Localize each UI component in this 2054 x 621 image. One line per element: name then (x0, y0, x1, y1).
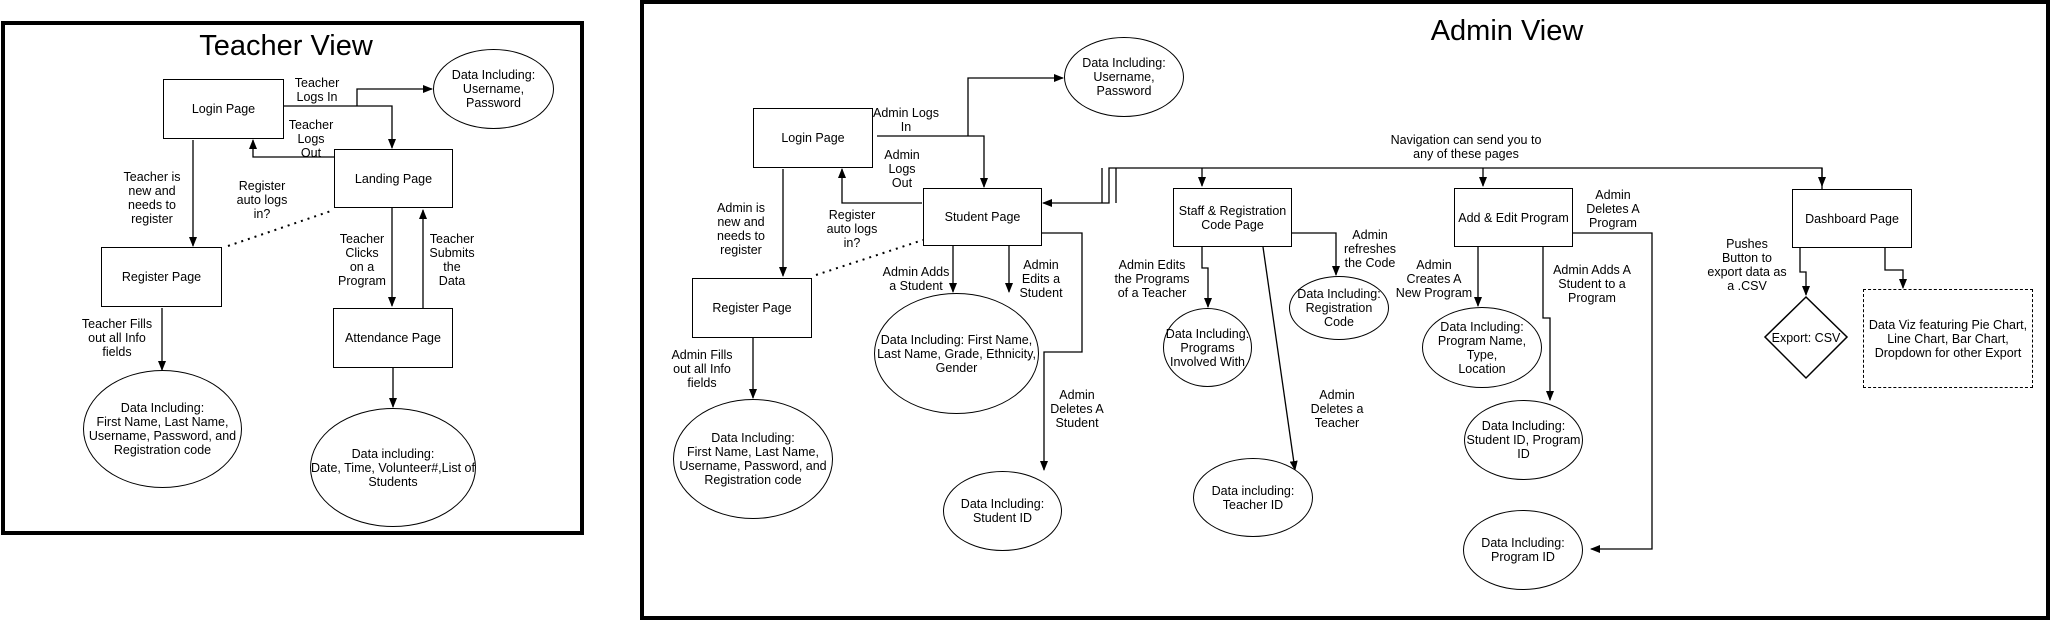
teacher-register-data: Data Including: First Name, Last Name, U… (83, 370, 242, 488)
edge-admin-program-delete (1573, 232, 1653, 553)
admin-data-viz-box: Data Viz featuring Pie Chart, Line Chart… (1863, 289, 2033, 388)
admin-export-csv-label: Export: CSV (1771, 331, 1841, 345)
teacher-label-logs-out: Teacher Logs Out (288, 118, 334, 160)
teacher-label-fills-info: Teacher Fills out all Info fields (81, 317, 153, 359)
teacher-register-page: Register Page (101, 247, 222, 307)
admin-label-deletes-student: Admin Deletes A Student (1050, 388, 1104, 430)
admin-view-title: Admin View (1430, 15, 1584, 47)
admin-label-fills-info: Admin Fills out all Info fields (671, 348, 733, 390)
admin-register-data: Data Including: First Name, Last Name, U… (673, 399, 833, 519)
admin-label-creates-program: Admin Creates A New Program (1395, 258, 1473, 300)
teacher-attendance-page: Attendance Page (333, 308, 453, 368)
admin-label-logs-in: Admin Logs In (872, 106, 940, 134)
teacher-label-new-register: Teacher is new and needs to register (123, 170, 181, 226)
teacher-landing-page: Landing Page (334, 149, 453, 208)
admin-label-navigation: Navigation can send you to any of these … (1390, 133, 1542, 161)
admin-student-program-data: Data Including: Student ID, Program ID (1464, 400, 1583, 480)
teacher-view-title: Teacher View (199, 30, 373, 62)
admin-label-logs-out: Admin Logs Out (884, 148, 920, 190)
edge-admin-program-student (1542, 247, 1554, 401)
edge-admin-staff-programs (1201, 247, 1212, 308)
admin-program-data: Data Including: Program Name, Type, Loca… (1422, 307, 1542, 388)
admin-registration-code-data: Data Including: Registration Code (1289, 276, 1389, 340)
admin-register-page: Register Page (692, 278, 812, 338)
edge-admin-login-student (877, 135, 988, 188)
admin-label-edits-programs: Admin Edits the Programs of a Teacher (1114, 258, 1190, 300)
admin-label-adds-student: Admin Adds a Student (882, 265, 950, 293)
admin-label-adds-student-program: Admin Adds A Student to a Program (1553, 263, 1631, 305)
admin-programs-involved-data: Data Including: Programs Involved With (1163, 308, 1252, 387)
admin-login-page: Login Page (753, 108, 873, 168)
admin-label-new-register: Admin is new and needs to register (717, 201, 765, 257)
teacher-label-auto-login: Register auto logs in? (236, 179, 288, 221)
export-csv-diamond (1763, 295, 1849, 380)
teacher-login-page: Login Page (163, 79, 284, 139)
admin-label-pushes-button: Pushes Button to export data as a .CSV (1707, 237, 1787, 293)
edge-admin-register-student-dotted (815, 239, 924, 276)
edge-admin-staff-regcode (1292, 232, 1340, 276)
admin-program-page: Add & Edit Program (1454, 188, 1573, 247)
admin-view-frame (640, 0, 2050, 620)
teacher-attendance-data: Data including: Date, Time, Volunteer#,L… (310, 408, 476, 527)
teacher-view-frame (1, 21, 584, 535)
teacher-label-submits: Teacher Submits the Data (429, 232, 475, 288)
edge-admin-dashboard-viz (1884, 248, 1907, 289)
edge-admin-student-login (838, 168, 922, 204)
admin-student-page: Student Page (923, 188, 1042, 246)
admin-student-id-data: Data Including: Student ID (943, 471, 1062, 551)
admin-label-deletes-program: Admin Deletes A Program (1586, 188, 1640, 230)
admin-dashboard-page: Dashboard Page (1792, 189, 1912, 248)
edge-admin-student-delete (1040, 232, 1083, 471)
admin-label-refreshes-code: Admin refreshes the Code (1343, 228, 1397, 270)
admin-staff-page: Staff & Registration Code Page (1173, 188, 1292, 247)
teacher-login-data: Data Including: Username, Password (433, 49, 554, 129)
edge-admin-staff-teacher (1262, 246, 1298, 471)
admin-label-auto-login: Register auto logs in? (826, 208, 878, 250)
admin-program-id-data: Data Including: Program ID (1463, 510, 1583, 590)
admin-label-deletes-teacher: Admin Deletes a Teacher (1310, 388, 1364, 430)
edge-teacher-landing-login (249, 139, 334, 158)
admin-login-data: Data Including: Username, Password (1064, 37, 1184, 117)
admin-student-data: Data Including: First Name, Last Name, G… (874, 293, 1039, 414)
edge-admin-login-data (967, 74, 1064, 136)
edge-admin-navigation (1042, 167, 1823, 209)
teacher-label-logs-in: Teacher Logs In (294, 76, 340, 104)
admin-label-edits-student: Admin Edits a Student (1019, 258, 1063, 300)
edge-admin-dashboard-export (1799, 248, 1810, 296)
edge-teacher-login-data (356, 85, 433, 106)
teacher-label-clicks-program: Teacher Clicks on a Program (338, 232, 386, 288)
admin-teacher-id-data: Data including: Teacher ID (1193, 458, 1313, 537)
